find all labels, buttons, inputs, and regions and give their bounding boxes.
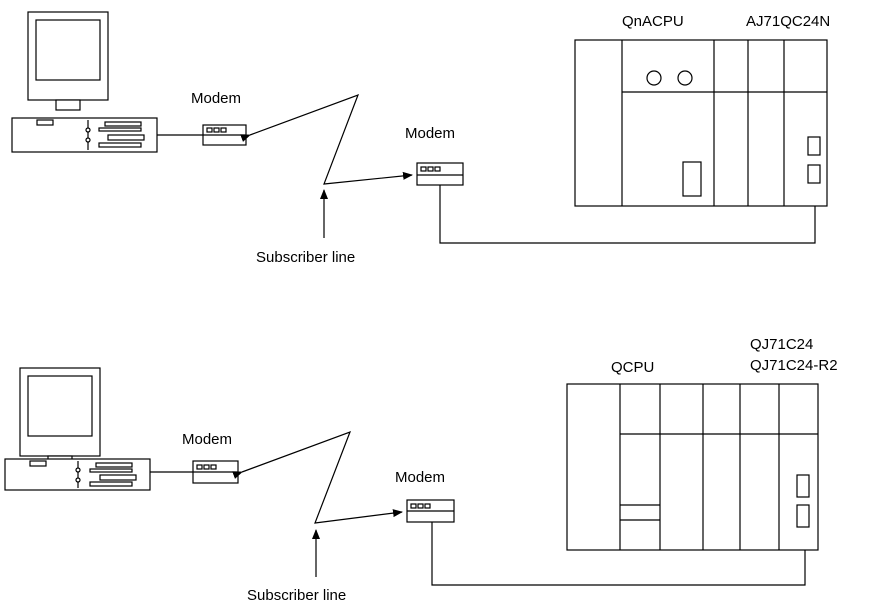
diagram-bottom: Modem Subscriber line Modem: [4, 336, 838, 604]
modem-icon: [416, 162, 464, 186]
subscriber-line-label: Subscriber line: [256, 249, 355, 266]
plc-cpu-label: QCPU: [611, 359, 654, 376]
diagram-top: Modem Subscriber line Modem: [11, 11, 830, 266]
plc-rack-icon: [566, 383, 819, 551]
plc-cpu-label: QnACPU: [622, 13, 684, 30]
personal-computer-icon: [11, 11, 158, 153]
modem-plc-label: Modem: [395, 469, 445, 486]
modem-plc-cable: [431, 522, 806, 586]
modem-plc-label: Modem: [405, 125, 455, 142]
subscriber-line: [240, 93, 413, 185]
modem-plc-cable: [439, 185, 816, 244]
modem-icon: [192, 460, 239, 484]
plc-module-label: AJ71QC24N: [746, 13, 830, 30]
personal-computer-icon: [4, 367, 151, 491]
modem-pc-label: Modem: [182, 431, 232, 448]
modem-pc-label: Modem: [191, 90, 241, 107]
plc-rack-icon: [574, 39, 828, 207]
modem-icon: [202, 124, 247, 146]
plc-module-label-1: QJ71C24: [750, 336, 813, 353]
plc-module-label-2: QJ71C24-R2: [750, 357, 838, 374]
subscriber-line: [232, 430, 403, 524]
subscriber-line-label: Subscriber line: [247, 587, 346, 604]
modem-icon: [406, 499, 455, 523]
